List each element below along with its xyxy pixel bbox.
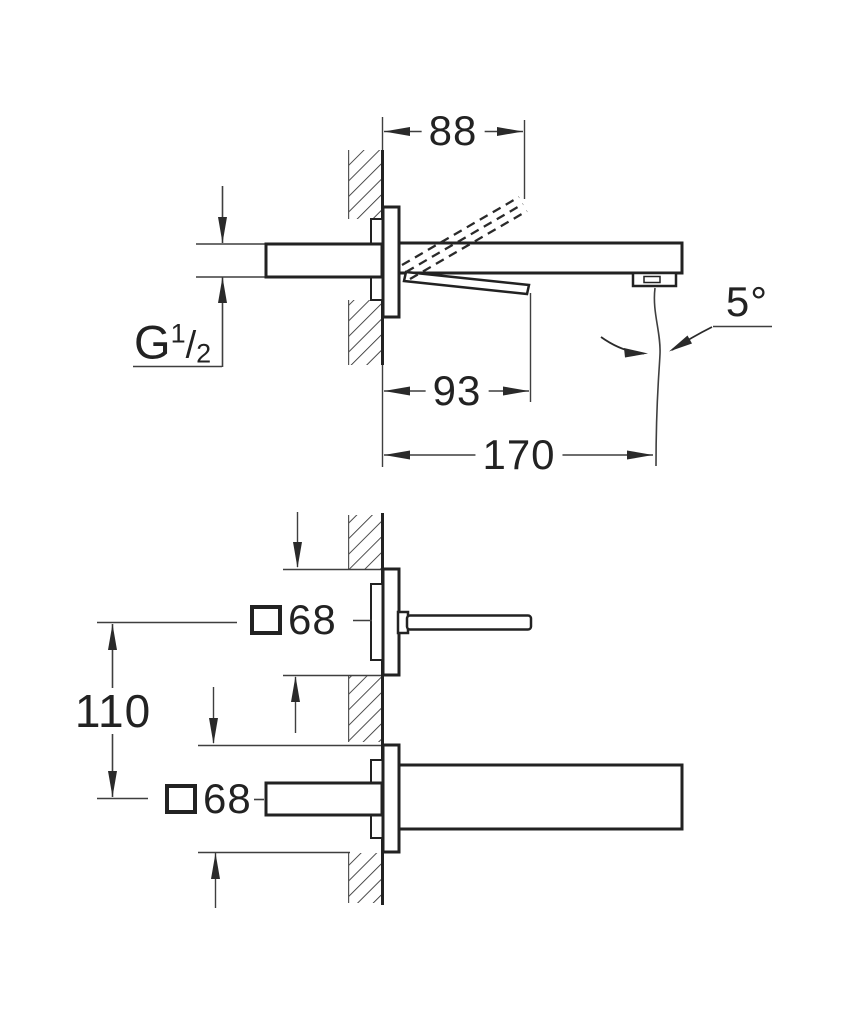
- supply-pipe-plan: [264, 781, 384, 817]
- arrow-110-top: [108, 624, 117, 650]
- swivel-angle-label: 5°: [723, 278, 771, 325]
- side-view-arrowheads: [218, 127, 653, 460]
- wall-plate-side: [381, 205, 401, 319]
- dim-110-label: 110: [67, 688, 159, 734]
- arrow-angle-left: [624, 348, 648, 358]
- thread-letter: G: [134, 315, 171, 369]
- plan-view: [264, 513, 684, 905]
- spout-side: [396, 241, 684, 275]
- dim-88-label: 88: [421, 110, 485, 152]
- lever-handle-raised-dashed: [401, 196, 528, 280]
- arrow-93-right: [503, 386, 529, 396]
- plan-view-arrowheads: [108, 542, 302, 879]
- arrow-plate-top: [293, 542, 302, 568]
- dim-68-handle-plate-label: 68: [286, 596, 339, 643]
- handle-plate-plan: [381, 567, 401, 677]
- wall-hatch-plan-bottom: [348, 853, 381, 903]
- thread-slash: /: [185, 324, 197, 367]
- wall-hatch-lower: [348, 300, 381, 365]
- water-stream-line: [653, 287, 661, 467]
- arrow-plate-bottom: [291, 676, 300, 702]
- arrow-93-left: [384, 386, 410, 396]
- wall-hatch-plan-middle: [348, 676, 381, 742]
- arrow-thread-up: [218, 277, 227, 303]
- spout-plan: [396, 763, 684, 831]
- dim-68-spout-plate-label: 68: [201, 775, 254, 822]
- arrow-170-left: [384, 450, 410, 460]
- wall-hatch-plan-top: [348, 515, 381, 570]
- square-symbol-spout-plate: [165, 784, 197, 814]
- swivel-angle-arc: [600, 326, 713, 358]
- arrow-170-right: [627, 450, 653, 460]
- arrow-88-left: [384, 127, 410, 136]
- dim-93-label: 93: [425, 370, 489, 412]
- spout-plate-plan: [381, 743, 401, 854]
- thread-size-label: G1/2: [134, 319, 211, 370]
- lever-handle-plan: [405, 614, 533, 631]
- arrow-110-bottom: [108, 771, 117, 797]
- supply-pipe-side: [264, 242, 384, 279]
- arrow-spoutplate-top: [209, 718, 218, 744]
- square-symbol-handle-plate: [250, 605, 282, 635]
- arrow-thread-down: [218, 217, 227, 243]
- thread-denominator: 2: [196, 338, 212, 369]
- arrow-spoutplate-bottom: [211, 853, 220, 879]
- dim-170-label: 170: [475, 434, 563, 476]
- aerator-outlet: [643, 275, 661, 284]
- arrow-angle-right: [669, 335, 692, 352]
- arrow-88-right: [497, 127, 523, 136]
- thread-numerator: 1: [170, 318, 186, 349]
- concealed-body-handle: [370, 583, 384, 661]
- wall-hatch-upper: [348, 150, 381, 219]
- side-view: [196, 117, 684, 467]
- lever-handle-side: [402, 270, 531, 296]
